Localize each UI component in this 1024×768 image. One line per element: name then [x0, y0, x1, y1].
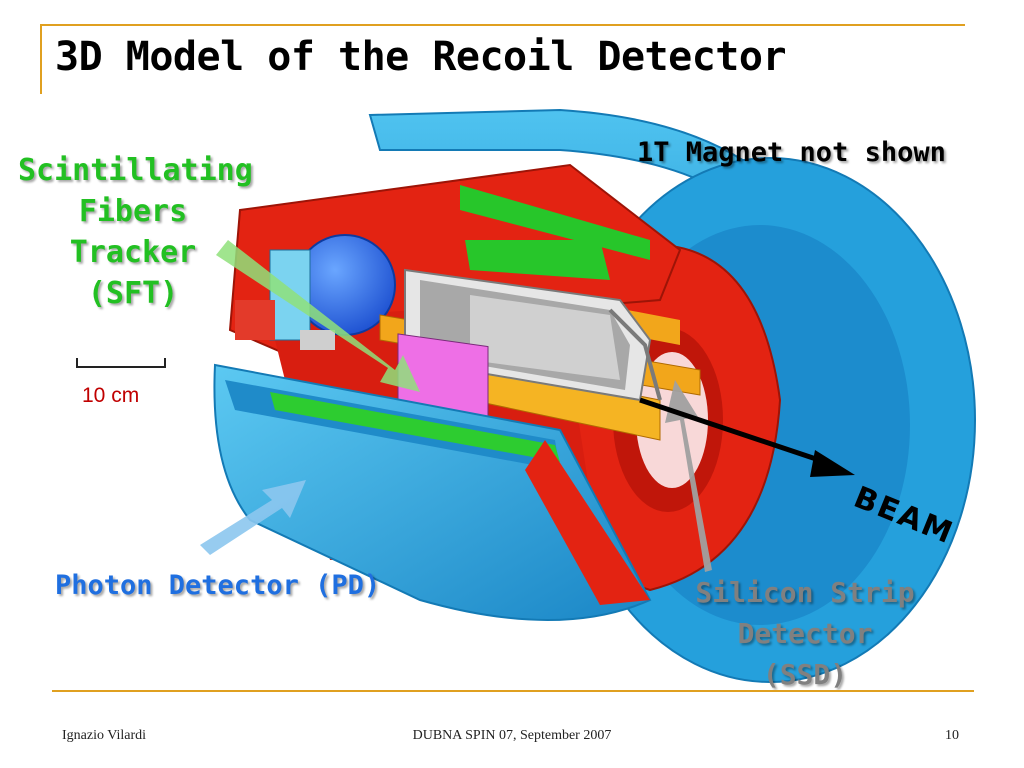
pd-label: Photon Detector (PD) — [55, 570, 381, 601]
detector-illustration — [200, 108, 976, 683]
footer-page-number: 10 — [945, 728, 959, 743]
scale-label: 10 cm — [82, 384, 140, 407]
magnet-note: 1T Magnet not shown — [637, 137, 946, 168]
sft-line-2: Fibers — [78, 194, 188, 229]
bottom-rule — [52, 690, 974, 692]
lower-green-liner — [270, 392, 560, 462]
sft-line-4: (SFT) — [87, 276, 179, 311]
lower-shell — [213, 363, 652, 621]
beam-line — [639, 397, 826, 465]
ssd-line-3: (SSD) — [762, 658, 848, 691]
ssd-arrow — [665, 380, 712, 572]
left-rule — [40, 24, 42, 94]
ssd-line-2: Detector — [737, 617, 873, 650]
ssd-line-1: Silicon Strip — [695, 576, 915, 609]
green-upper — [460, 185, 650, 260]
sft-label: Scintillating Fibers Tracker (SFT) — [18, 150, 253, 314]
pd-arrow — [200, 480, 306, 555]
beam-arrowhead — [810, 450, 855, 477]
slide-title: 3D Model of the Recoil Detector — [55, 34, 787, 80]
footer-author: Ignazio Vilardi — [62, 728, 147, 743]
sft-line-3: Tracker — [69, 235, 197, 270]
footer-event: DUBNA SPIN 07, September 2007 — [412, 728, 612, 743]
top-rule — [40, 24, 965, 26]
scale-bar — [76, 358, 166, 368]
sft-line-1: Scintillating — [18, 153, 253, 188]
ssd-label: Silicon Strip Detector (SSD) — [690, 572, 920, 695]
sft-arrow — [216, 240, 420, 392]
